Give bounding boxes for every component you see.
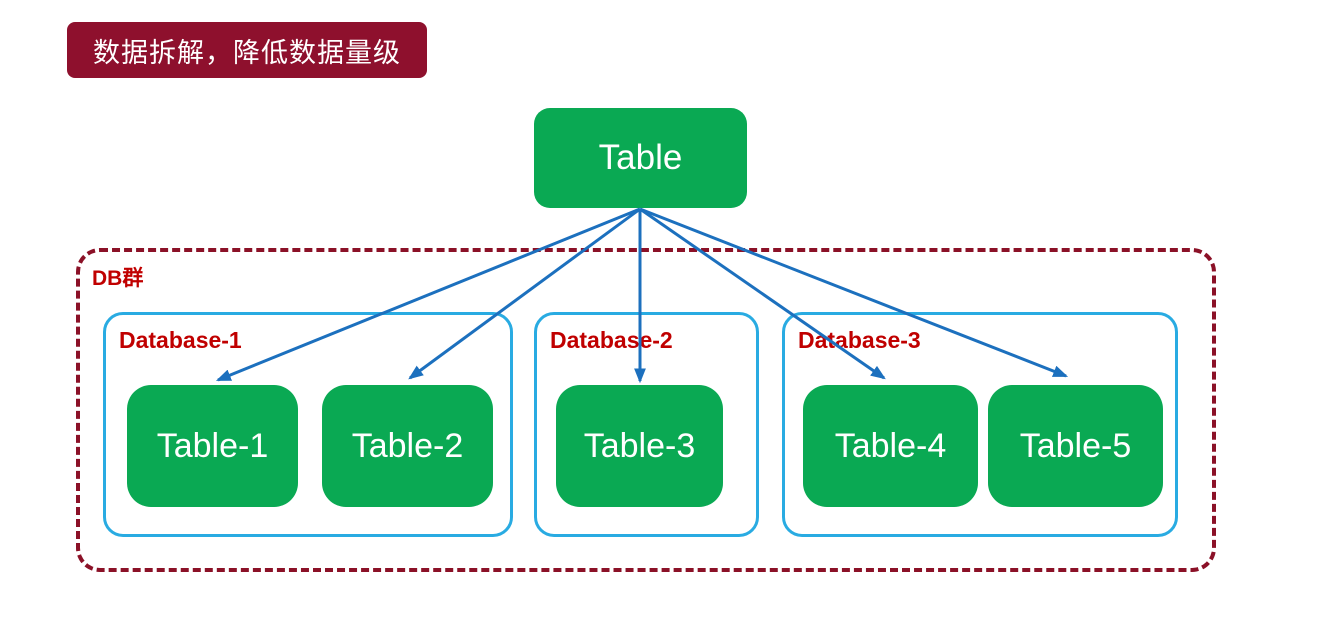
node-table-2: Table-2: [322, 385, 493, 507]
database-3-label: Database-3: [798, 327, 921, 353]
title-banner: 数据拆解，降低数据量级: [67, 22, 427, 78]
node-table-2-label: Table-2: [351, 426, 464, 465]
node-table-root-label: Table: [598, 138, 683, 177]
node-table-4-label: Table-4: [834, 426, 947, 465]
database-1-label: Database-1: [119, 327, 242, 353]
db-cluster-label: DB群: [92, 267, 144, 290]
title-banner-label: 数据拆解，降低数据量级: [93, 37, 401, 68]
node-table-5-label: Table-5: [1019, 426, 1132, 465]
node-table-1-label: Table-1: [156, 426, 269, 465]
node-table-root: Table: [534, 108, 747, 208]
node-table-4: Table-4: [803, 385, 978, 507]
node-table-1: Table-1: [127, 385, 298, 507]
database-2-label: Database-2: [550, 327, 673, 353]
node-table-3-label: Table-3: [583, 426, 696, 465]
node-table-5: Table-5: [988, 385, 1163, 507]
node-table-3: Table-3: [556, 385, 723, 507]
